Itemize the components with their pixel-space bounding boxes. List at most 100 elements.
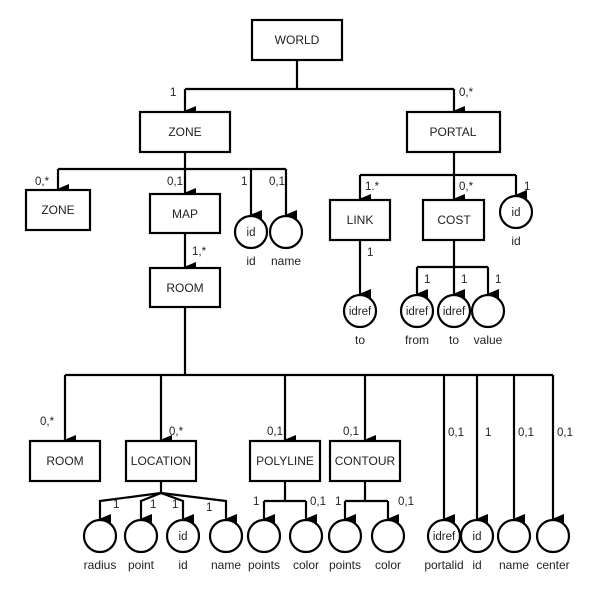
attribute-name: from [405, 333, 429, 347]
edge-location-name [160, 491, 237, 524]
edge-location-id [160, 491, 194, 524]
attribute-name: color [375, 558, 401, 572]
attribute-circle [233, 214, 269, 250]
element-portal: PORTAL [405, 110, 502, 154]
attribute-name: name [211, 558, 241, 572]
element-link: LINK [328, 198, 392, 242]
attribute-name: value [474, 333, 503, 347]
attribute-circle [123, 518, 159, 554]
cardinality-zone-name: 0,1 [269, 176, 285, 188]
attribute-location-radius: radius [82, 518, 118, 572]
attribute-circle [246, 518, 282, 554]
attribute-circle [496, 518, 532, 554]
attribute-cost-value: value [470, 293, 506, 347]
attribute-type: id [247, 227, 256, 239]
attribute-name: name [499, 558, 529, 572]
cardinality-polyline-points: 1 [253, 496, 259, 508]
attribute-type: idref [433, 531, 456, 543]
element-label: ZONE [168, 125, 201, 139]
attribute-name: point [128, 558, 155, 572]
attribute-type: id [179, 531, 188, 543]
attribute-room-portalid: idref portalid [424, 518, 464, 572]
cardinality-location-name: 1 [206, 502, 212, 514]
attribute-type: idref [406, 306, 429, 318]
attribute-circle [342, 293, 378, 329]
element-zone: ZONE [138, 110, 232, 154]
element-label: CONTOUR [335, 454, 396, 468]
cardinality-zone-id: 1 [241, 176, 247, 188]
cardinality-polyline-color: 0,1 [310, 496, 326, 508]
element-label: ROOM [46, 454, 83, 468]
attribute-circle [399, 293, 435, 329]
element-label: COST [437, 213, 471, 227]
attribute-name: to [355, 333, 365, 347]
cardinality-room-polyline: 0,1 [267, 426, 283, 438]
attribute-name: id [511, 234, 520, 248]
element-room-child: ROOM [28, 439, 102, 483]
element-room: ROOM [148, 266, 222, 309]
cardinality-portal-link: 1.* [365, 181, 380, 193]
cardinality-location-id: 1 [172, 499, 178, 511]
attribute-location-name: name [208, 518, 244, 572]
element-label: PORTAL [430, 125, 477, 139]
attribute-zone-name: name [268, 214, 304, 268]
element-label: WORLD [275, 33, 320, 47]
attribute-circle [535, 518, 571, 554]
attribute-type: idref [349, 306, 372, 318]
attribute-location-id: id id [165, 518, 201, 572]
cardinality-zone-zone: 0,* [35, 176, 50, 188]
attribute-name: radius [84, 558, 117, 572]
attribute-name: portalid [424, 558, 463, 572]
cardinality-world-zone: 1 [170, 87, 176, 99]
attribute-circle [498, 194, 534, 230]
cardinality-zone-map: 0,1 [167, 176, 183, 188]
cardinality-portal-id: 1 [524, 181, 530, 193]
edge-location-radius [98, 491, 162, 524]
attribute-name: points [329, 558, 361, 572]
element-label: LOCATION [131, 454, 191, 468]
attribute-type: idref [443, 306, 466, 318]
element-map: MAP [148, 192, 222, 235]
cardinality-room-portalid: 0,1 [448, 427, 464, 439]
cardinality-contour-points: 1 [335, 496, 341, 508]
attribute-location-point: point [123, 518, 159, 572]
attribute-name: center [536, 558, 569, 572]
attribute-room-name: name [496, 518, 532, 572]
cardinality-room-name: 0,1 [518, 427, 534, 439]
attribute-name: color [293, 558, 319, 572]
attribute-name: name [271, 254, 301, 268]
attribute-cost-from: idref from [399, 293, 435, 347]
edge-location-point [139, 491, 162, 524]
attribute-polyline-points: points [246, 518, 282, 572]
cardinality-room-contour: 0,1 [343, 426, 359, 438]
attribute-contour-points: points [327, 518, 363, 572]
attribute-type: id [512, 207, 521, 219]
element-zone-child: ZONE [24, 188, 92, 232]
attribute-circle [208, 518, 244, 554]
attribute-name: to [449, 333, 459, 347]
attribute-circle [165, 518, 201, 554]
cardinality-contour-color: 0,1 [398, 496, 414, 508]
attribute-circle [327, 518, 363, 554]
attribute-polyline-color: color [288, 518, 324, 572]
attribute-link-to: idref to [342, 293, 378, 347]
element-location: LOCATION [124, 439, 198, 483]
cardinality-link-to: 1 [367, 247, 373, 259]
cardinality-cost-value: 1 [495, 274, 501, 286]
cardinality-location-point: 1 [150, 499, 156, 511]
attribute-circle [288, 518, 324, 554]
cardinality-room-id: 1 [485, 427, 491, 439]
element-label: MAP [172, 207, 198, 221]
attribute-type: id [473, 531, 482, 543]
attribute-name: id [178, 558, 187, 572]
element-label: ZONE [41, 203, 74, 217]
element-world: WORLD [250, 18, 344, 62]
element-polyline: POLYLINE [248, 439, 322, 483]
attribute-circle [370, 518, 406, 554]
element-cost: COST [421, 198, 486, 242]
element-contour: CONTOUR [328, 439, 402, 483]
